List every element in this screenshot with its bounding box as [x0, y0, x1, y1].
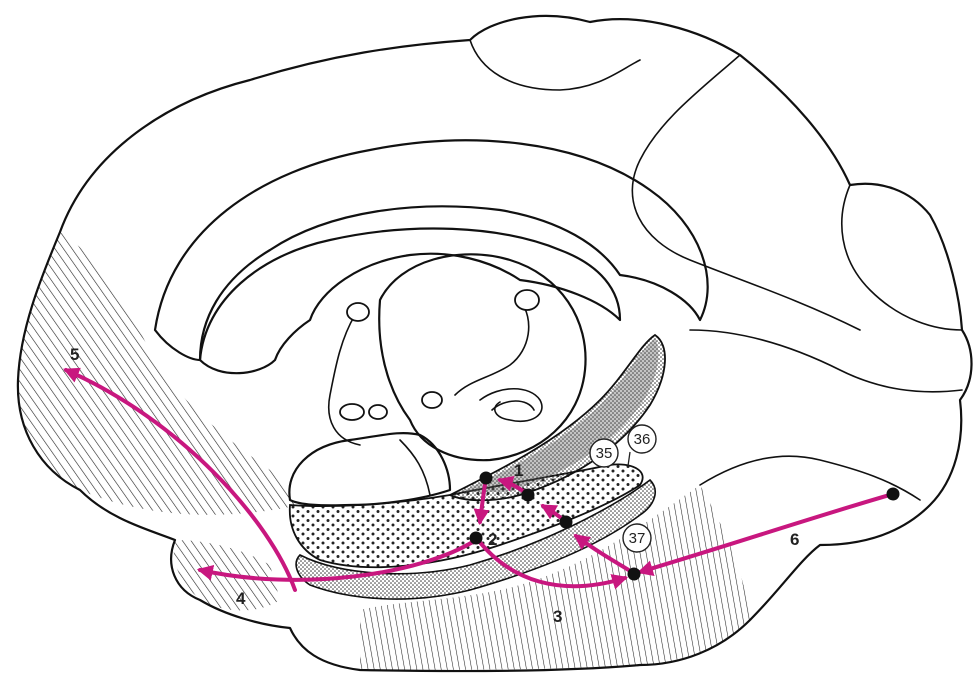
- hypophysis: [369, 405, 387, 419]
- pathway-label-3: 3: [553, 607, 562, 626]
- node-1: [480, 472, 493, 485]
- pineal-body: [515, 290, 539, 310]
- cingulate-gyrus: [155, 140, 708, 360]
- thalamus: [379, 254, 585, 460]
- fornix-column: [455, 300, 529, 395]
- area-35-marker: 35: [590, 439, 618, 467]
- entorhinal-cortex: [290, 464, 643, 567]
- node-2: [470, 532, 483, 545]
- area-37-marker: 37: [623, 524, 651, 552]
- mammillary-body: [347, 303, 369, 321]
- pathway-label-6: 6: [790, 530, 799, 549]
- area-35-label: 35: [596, 445, 613, 462]
- node-6: [887, 488, 900, 501]
- node-37: [628, 568, 641, 581]
- node-35: [560, 516, 573, 529]
- area-36-label: 36: [634, 431, 651, 448]
- area-36-marker: 36: [628, 425, 656, 466]
- occipital-sulcus: [842, 185, 962, 330]
- corpus-callosum: [200, 229, 620, 374]
- brainstem-fold: [480, 389, 542, 422]
- pathway-label-5: 5: [70, 345, 79, 364]
- optic-chiasm: [340, 404, 364, 420]
- pathway-label-2: 2: [488, 530, 497, 549]
- uncal-notch: [400, 440, 430, 495]
- area-37-label: 37: [629, 530, 646, 547]
- uncus: [289, 433, 450, 505]
- pathway-label-4: 4: [236, 589, 246, 608]
- anterior-commissure: [422, 392, 442, 408]
- pathway-label-1: 1: [514, 461, 523, 480]
- frontal-hatched-region: [18, 232, 300, 515]
- calcarine-sulcus: [690, 330, 962, 392]
- paracentral-lobule: [470, 40, 640, 90]
- fornix: [329, 315, 360, 445]
- node-1b: [522, 489, 535, 502]
